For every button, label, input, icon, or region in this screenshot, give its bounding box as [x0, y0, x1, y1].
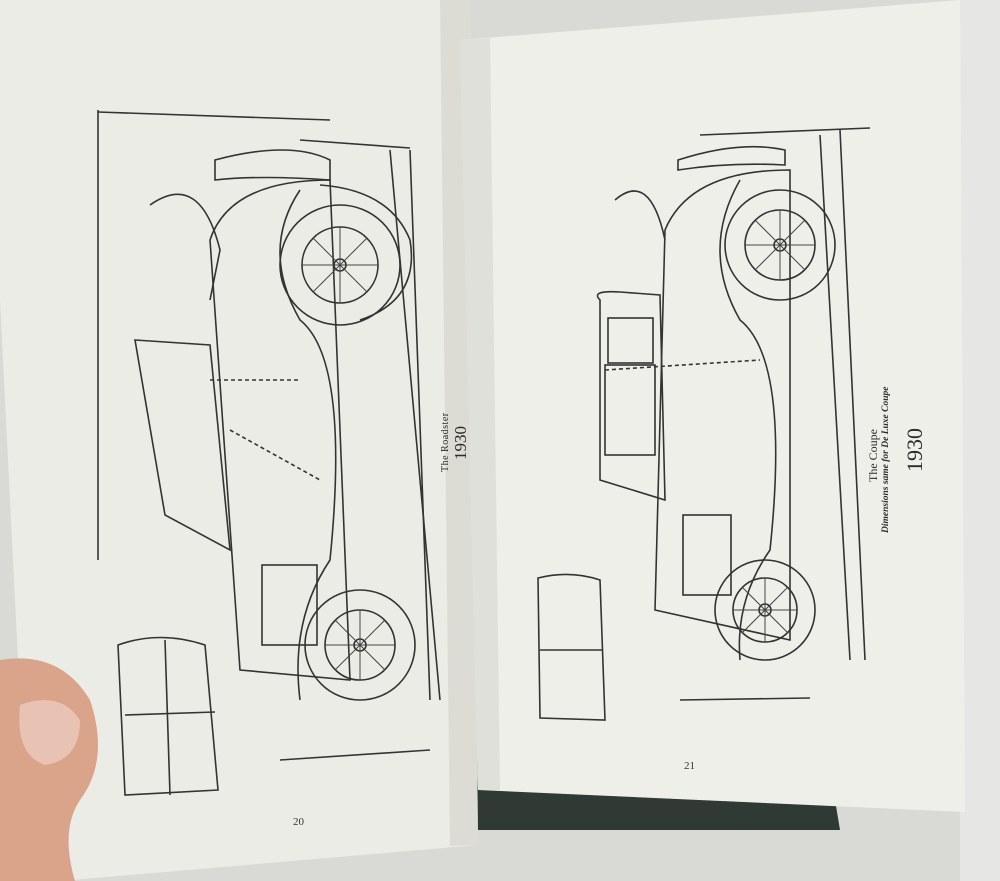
gutter-shadow-right [460, 38, 500, 790]
roadster-year: 1930 [451, 426, 470, 460]
background-right [960, 0, 1000, 881]
coupe-subtitle: Dimensions same for De Luxe Coupe [881, 386, 891, 533]
roadster-wheel-spokes [302, 227, 395, 680]
roadster-caption: The Roadster [440, 412, 451, 472]
thumbnail [19, 700, 80, 765]
coupe-year: 1930 [902, 428, 927, 472]
page-number-right: 21 [684, 760, 695, 772]
coupe-wheel-spokes [733, 210, 815, 642]
coupe-caption: The Coupe [866, 429, 880, 482]
right-page [460, 0, 965, 812]
page-number-left: 20 [293, 816, 304, 828]
